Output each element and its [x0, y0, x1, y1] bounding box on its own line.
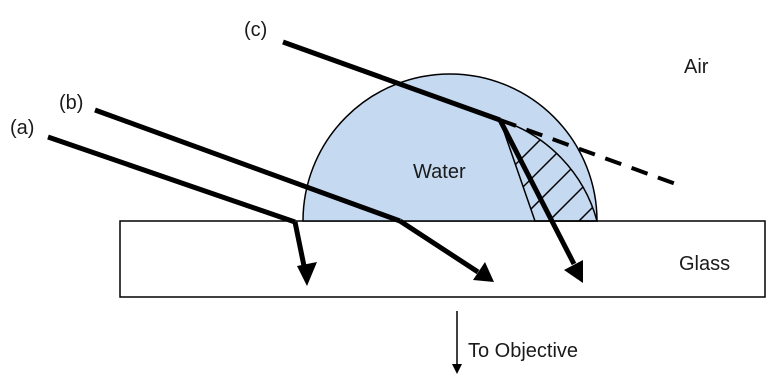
- ray-c: [282, 39, 685, 283]
- label-air: Air: [684, 56, 709, 78]
- ray-c-arrowhead: [564, 260, 583, 283]
- objective-arrowhead: [452, 364, 462, 374]
- label-ray-b: (b): [59, 92, 83, 114]
- ray-a-arrowhead: [297, 262, 317, 286]
- ray-b: [94, 107, 494, 282]
- label-objective: To Objective: [468, 340, 578, 362]
- label-ray-c: (c): [244, 19, 267, 41]
- ray-c-extension: [499, 118, 685, 189]
- label-glass: Glass: [679, 253, 730, 275]
- ray-b-arrowhead: [473, 262, 494, 282]
- glass-slab: [119, 220, 766, 298]
- water-droplet: [302, 73, 598, 222]
- objective-arrow: [452, 311, 462, 374]
- label-water: Water: [413, 161, 466, 183]
- label-ray-a: (a): [10, 117, 34, 139]
- ray-a: [47, 134, 317, 286]
